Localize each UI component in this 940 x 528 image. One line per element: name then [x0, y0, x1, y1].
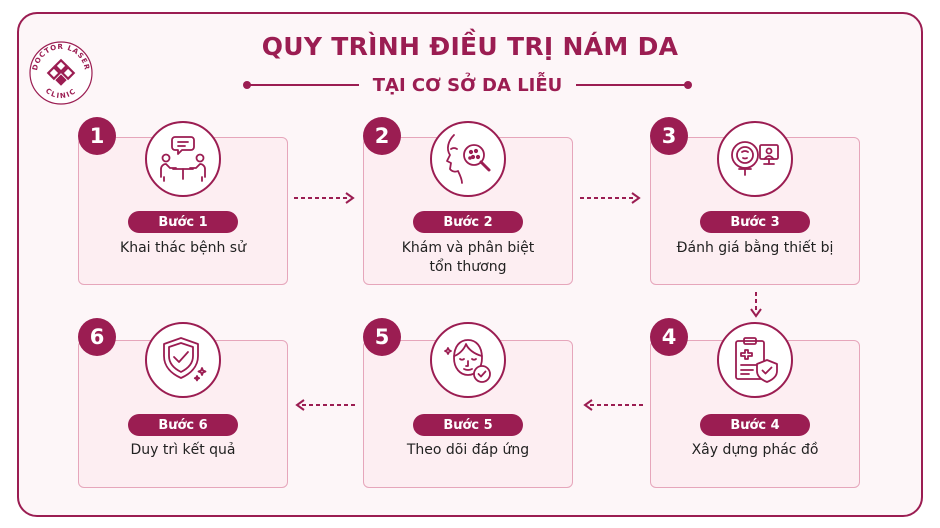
step-label-5: Bước 5	[413, 414, 523, 436]
subtitle-divider-right	[576, 81, 692, 89]
step-label-4: Bước 4	[700, 414, 810, 436]
subtitle-divider-left	[243, 81, 359, 89]
step-description-4: Xây dựng phác đồ	[645, 441, 865, 460]
clinic-logo: DOCTOR LASER CLINIC	[29, 41, 93, 105]
step-description-4-line1: Xây dựng phác đồ	[691, 442, 819, 458]
arrow-step3-to-step4	[750, 292, 762, 318]
icon-circle-4	[717, 322, 793, 398]
step-number-5: 5	[363, 318, 401, 356]
step-number-3: 3	[650, 117, 688, 155]
step-label-2: Bước 2	[413, 211, 523, 233]
consultation-icon	[160, 136, 206, 182]
step-label-1: Bước 1	[128, 211, 238, 233]
treatment-plan-icon	[735, 337, 778, 383]
step-number-2: 2	[363, 117, 401, 155]
icon-circle-5	[430, 322, 506, 398]
step-description-1-line1: Khai thác bệnh sử	[120, 240, 246, 256]
page-title: QUY TRÌNH ĐIỀU TRỊ NÁM DA	[261, 32, 679, 61]
step-description-6: Duy trì kết quả	[73, 441, 293, 460]
step-description-2-line1: Khám và phân biệt	[401, 240, 535, 256]
step-description-1: Khai thác bệnh sử	[73, 239, 293, 258]
face-check-icon	[444, 339, 491, 383]
arrow-step4-to-step5	[583, 399, 644, 411]
page-subtitle: TẠI CƠ SỞ DA LIỄU	[372, 74, 563, 96]
step-description-5: Theo dõi đáp ứng	[358, 441, 578, 460]
skin-exam-icon	[446, 134, 491, 184]
step-number-6: 6	[78, 318, 116, 356]
icon-circle-1	[145, 121, 221, 197]
arrow-step2-to-step3	[580, 192, 641, 204]
step-number-4: 4	[650, 318, 688, 356]
subtitle-row: TẠI CƠ SỞ DA LIỄU	[243, 70, 692, 100]
step-label-3: Bước 3	[700, 211, 810, 233]
icon-circle-3	[717, 121, 793, 197]
step-description-6-line1: Duy trì kết quả	[130, 442, 236, 458]
icon-circle-6	[145, 322, 221, 398]
icon-circle-2	[430, 121, 506, 197]
arrow-step1-to-step2	[294, 192, 355, 204]
shield-check-icon	[163, 337, 207, 382]
step-description-3-line1: Đánh giá bằng thiết bị	[676, 240, 834, 256]
step-number-1: 1	[78, 117, 116, 155]
step-description-2-line2: tổn thương	[429, 259, 507, 275]
step-description-5-line1: Theo dõi đáp ứng	[406, 442, 530, 458]
arrow-step5-to-step6	[295, 399, 356, 411]
step-label-6: Bước 6	[128, 414, 238, 436]
step-description-2: Khám và phân biệt tổn thương	[358, 239, 578, 277]
step-description-3: Đánh giá bằng thiết bị	[645, 239, 865, 258]
skin-analyzer-icon	[731, 141, 779, 176]
